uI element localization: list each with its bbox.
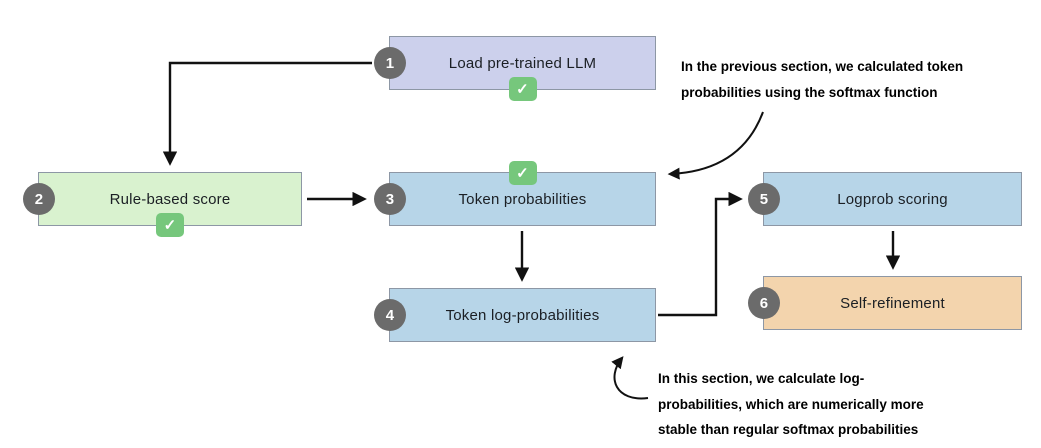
annotation-line: probabilities using the softmax function xyxy=(681,84,938,100)
annotation-previous-section: In the previous section, we calculated t… xyxy=(681,54,991,105)
step-box-logprob-scoring: 5 Logprob scoring xyxy=(748,172,1022,226)
annotation-arrow-previous xyxy=(667,111,764,180)
step-number-badge: 1 xyxy=(374,47,406,79)
step-number-badge: 6 xyxy=(748,287,780,319)
check-icon: ✓ xyxy=(508,161,537,185)
step-label: Token probabilities xyxy=(458,190,587,208)
step-number-badge: 4 xyxy=(374,299,406,331)
annotation-arrow-current xyxy=(611,356,649,400)
annotation-line: In this section, we calculate log- xyxy=(658,371,865,386)
arrow-logprob-to-scoring xyxy=(658,191,743,317)
step-label: Logprob scoring xyxy=(837,190,948,208)
check-icon: ✓ xyxy=(156,213,184,237)
annotation-line: In the previous section, we calculated t… xyxy=(681,59,964,74)
step-number-badge: 3 xyxy=(374,183,406,215)
step-box-self-refinement: 6 Self-refinement xyxy=(748,276,1022,330)
step-label: Self-refinement xyxy=(840,294,945,312)
annotation-current-section: In this section, we calculate log- proba… xyxy=(658,366,968,443)
step-label: Load pre-trained LLM xyxy=(448,54,597,72)
annotation-line: probabilities, which are numerically mor… xyxy=(658,396,924,412)
step-box-load-pretrained-llm: 1 Load pre-trained LLM ✓ xyxy=(374,36,656,101)
step-box-token-probabilities: 3 Token probabilities ✓ xyxy=(374,161,656,226)
step-box-token-log-probabilities: 4 Token log-probabilities xyxy=(374,288,656,342)
step-box-rule-based-score: 2 Rule-based score ✓ xyxy=(23,172,302,237)
check-icon: ✓ xyxy=(508,77,537,101)
step-label: Token log-probabilities xyxy=(445,306,600,324)
step-label: Rule-based score xyxy=(109,190,231,208)
step-number-badge: 2 xyxy=(23,183,55,215)
arrow-llm-to-rule xyxy=(162,61,372,166)
step-number-badge: 5 xyxy=(748,183,780,215)
annotation-line: stable than regular softmax probabilitie… xyxy=(658,422,919,438)
